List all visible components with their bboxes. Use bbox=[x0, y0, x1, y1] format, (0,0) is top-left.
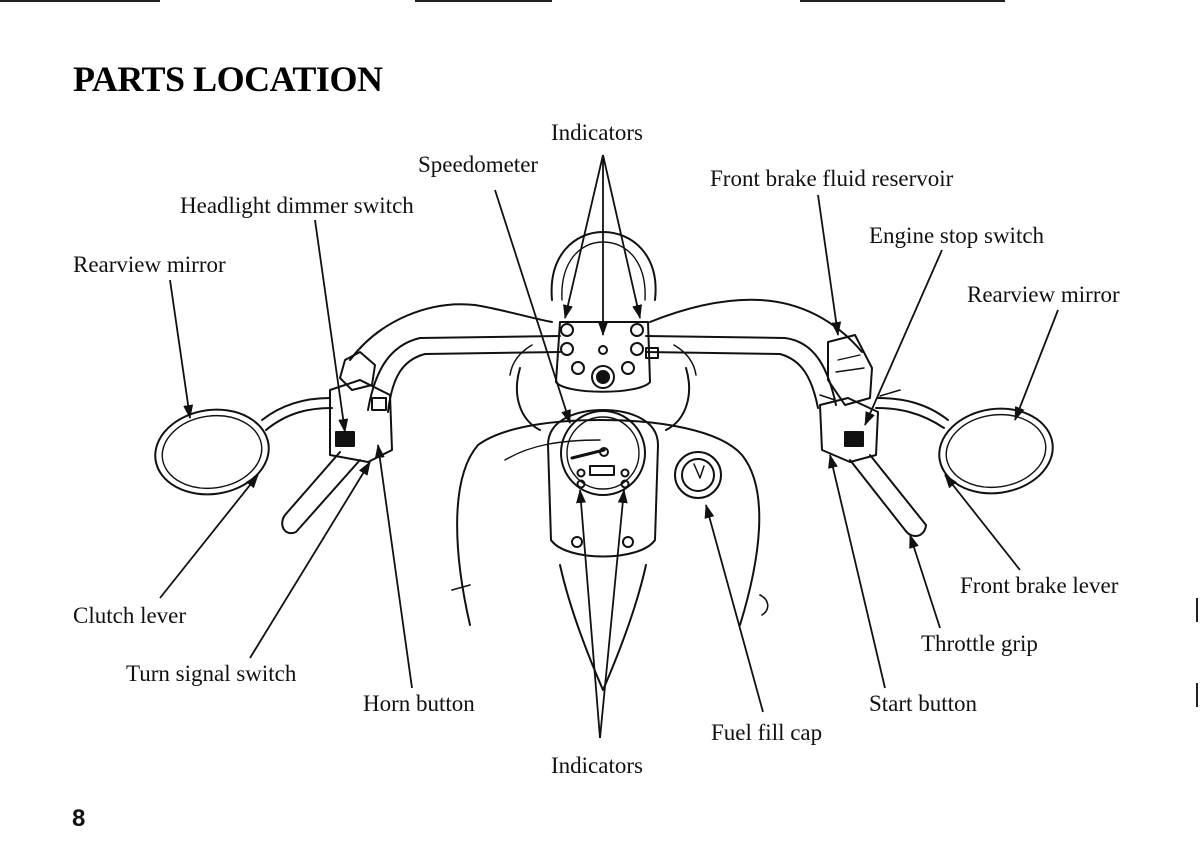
motorcycle-drawing bbox=[154, 231, 1054, 691]
top-clamp bbox=[555, 321, 651, 393]
label-clutch-lever: Clutch lever bbox=[73, 603, 187, 628]
label-throttle-grip: Throttle grip bbox=[921, 631, 1038, 656]
right-mirror bbox=[938, 407, 1054, 495]
header-rule-right bbox=[800, 0, 1005, 2]
margin-mark-upper bbox=[1196, 598, 1198, 622]
label-headlight-dimmer-switch: Headlight dimmer switch bbox=[180, 193, 414, 218]
label-horn-button: Horn button bbox=[363, 691, 475, 716]
right-grip bbox=[849, 454, 927, 537]
left-mirror bbox=[154, 408, 270, 496]
header-rule-center bbox=[415, 0, 552, 2]
label-start-button: Start button bbox=[869, 691, 977, 716]
label-front-brake-lever: Front brake lever bbox=[960, 573, 1119, 598]
left-grip bbox=[281, 451, 361, 535]
instrument-console bbox=[547, 409, 659, 558]
label-turn-signal-switch: Turn signal switch bbox=[126, 661, 297, 686]
speedometer-gauge bbox=[560, 410, 646, 496]
label-speedometer: Speedometer bbox=[418, 152, 539, 177]
label-engine-stop-switch: Engine stop switch bbox=[869, 223, 1045, 248]
brake-fluid-reservoir bbox=[827, 334, 873, 406]
page-number: 8 bbox=[72, 805, 86, 832]
ignition-switch bbox=[591, 365, 615, 389]
header-rule-left bbox=[0, 0, 160, 2]
leader-lines bbox=[159, 154, 1059, 739]
label-rearview-mirror-left: Rearview mirror bbox=[73, 252, 226, 277]
label-fuel-fill-cap: Fuel fill cap bbox=[711, 720, 823, 745]
left-switch-housing bbox=[329, 379, 393, 463]
page-title: PARTS LOCATION bbox=[73, 59, 383, 99]
label-indicators-bottom: Indicators bbox=[551, 753, 643, 778]
right-switch-housing bbox=[819, 397, 879, 463]
handlebar bbox=[367, 335, 837, 411]
fuel-tank bbox=[456, 419, 761, 626]
margin-mark-lower bbox=[1196, 683, 1198, 707]
label-front-brake-fluid-reservoir: Front brake fluid reservoir bbox=[710, 166, 954, 191]
label-rearview-mirror-right: Rearview mirror bbox=[967, 282, 1120, 307]
fuel-cap-drawing bbox=[674, 451, 722, 499]
handlebar-rear-curve bbox=[349, 303, 553, 361]
label-indicators-top: Indicators bbox=[551, 120, 643, 145]
